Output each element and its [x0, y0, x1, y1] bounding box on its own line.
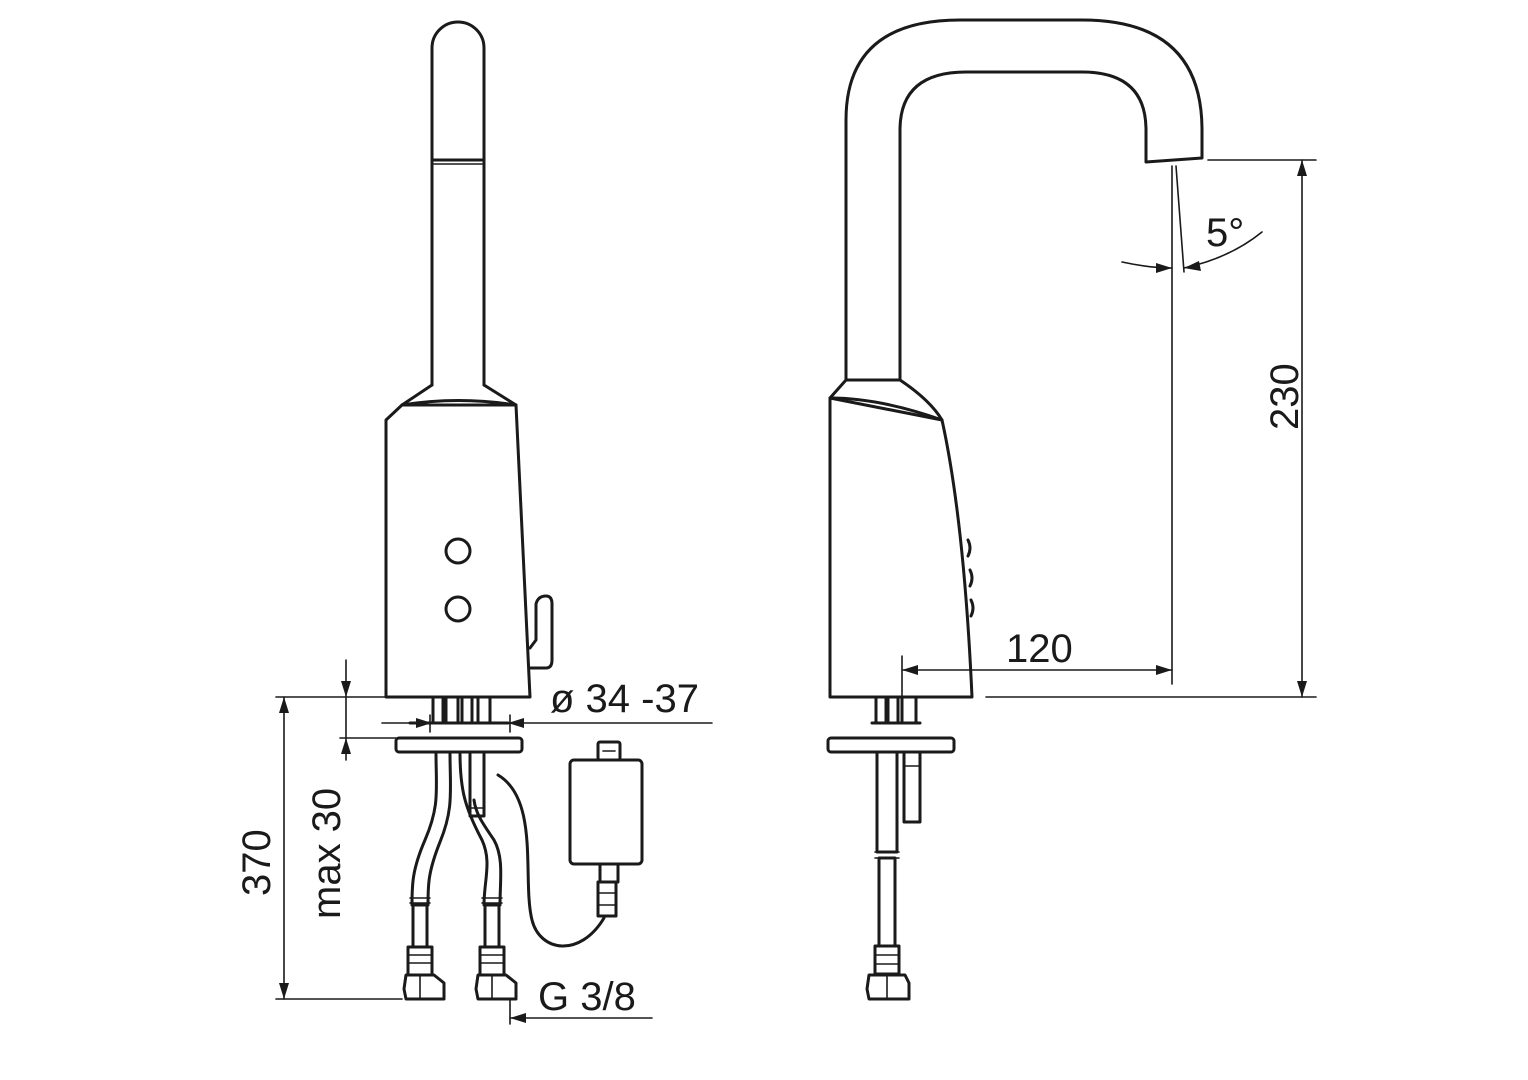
dim-total-height: 370: [235, 829, 279, 896]
side-spout-outer: [844, 18, 1204, 382]
front-body: [384, 403, 532, 699]
front-mounting-plate: [394, 736, 524, 754]
dim-diameter: ø 34 -37: [550, 677, 699, 721]
dimension-lines: [275, 159, 1317, 1025]
side-body: [828, 396, 974, 699]
hex-nut-right: [474, 945, 518, 1001]
dim-reach: 120: [1006, 627, 1073, 671]
hex-nut-left: [402, 945, 446, 1001]
sensor-window-bottom: [444, 595, 472, 623]
control-box: [568, 740, 644, 918]
front-lever: [528, 594, 554, 670]
front-view: [384, 20, 644, 1001]
dim-max-thickness: max 30: [305, 788, 349, 919]
dim-connection: G 3/8: [538, 975, 636, 1019]
side-mounting-plate: [826, 736, 956, 754]
side-hex-nut: [865, 973, 911, 1001]
sensor-window-top: [444, 537, 472, 565]
dim-angle: 5°: [1206, 211, 1244, 255]
dim-spout-height: 230: [1263, 363, 1307, 430]
side-view: [826, 18, 1204, 1001]
supply-hoses: [409, 750, 503, 949]
front-studs: [408, 695, 510, 725]
front-spout: [430, 20, 486, 387]
front-collar: [400, 383, 518, 407]
sensor-cable: [496, 773, 606, 948]
